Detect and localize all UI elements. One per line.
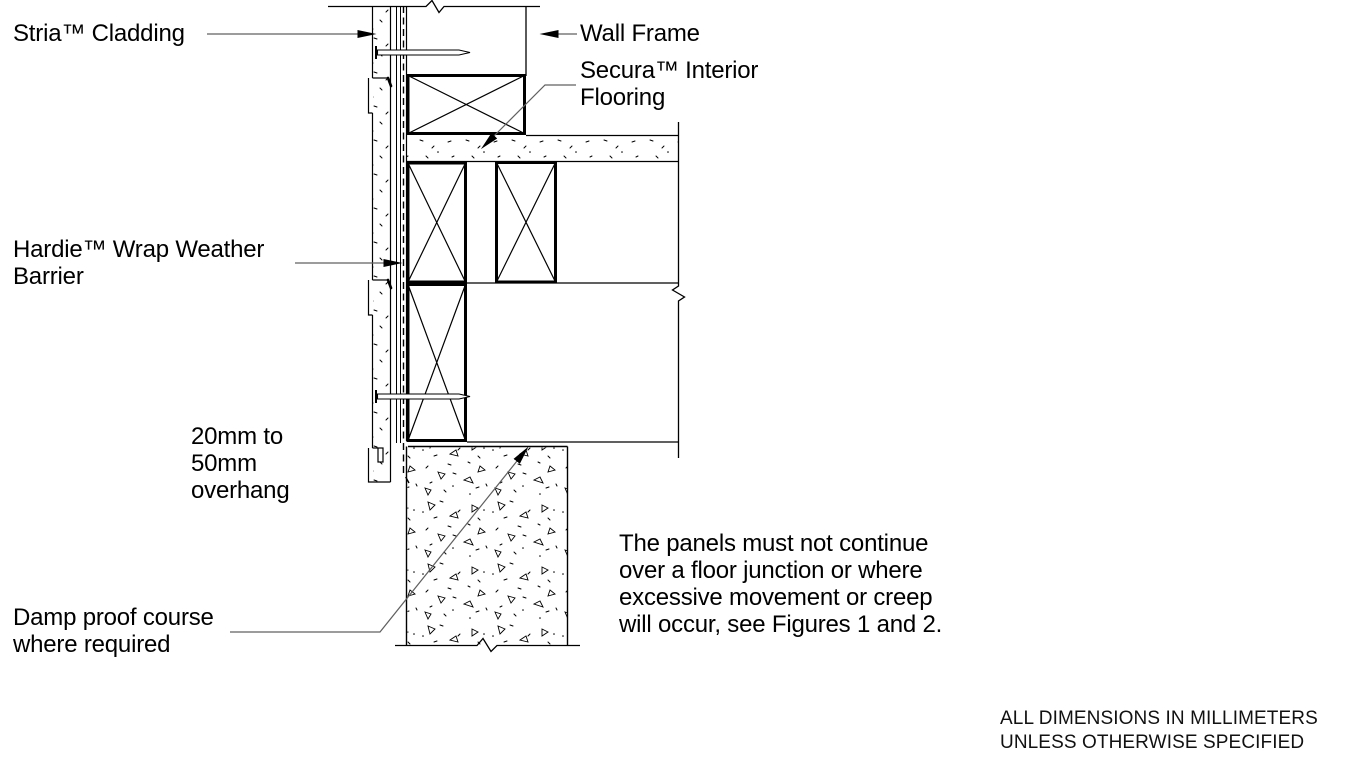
upper-bottom-plate	[406, 74, 526, 135]
note-line: over a floor junction or where	[619, 557, 923, 584]
right-break-line	[671, 122, 686, 458]
nail-fixing-upper	[375, 46, 471, 59]
stria-cladding-section	[367, 6, 393, 483]
label-line: Flooring	[580, 84, 666, 111]
cavity-batten-lines	[396, 6, 401, 443]
label-line: Secura™ Interior	[580, 57, 759, 84]
label-hardie-wrap: Hardie™ Wrap Weather Barrier	[13, 236, 264, 290]
label-wall-frame: Wall Frame	[580, 20, 700, 47]
dimensions-note: ALL DIMENSIONS IN MILLIMETERS UNLESS OTH…	[1000, 707, 1318, 755]
label-line: where required	[13, 631, 171, 658]
label-line: 50mm	[191, 450, 257, 477]
label-line: Barrier	[13, 263, 84, 290]
label-overhang: 20mm to 50mm overhang	[191, 423, 290, 504]
framing-members	[406, 74, 557, 442]
label-line: Damp proof course	[13, 604, 214, 631]
label-line: Hardie™ Wrap Weather	[13, 236, 265, 263]
leader-secura-flooring	[480, 84, 576, 150]
cladding-lap-joints	[386, 76, 393, 290]
label-damp-proof: Damp proof course where required	[13, 604, 214, 658]
top-break-line	[328, 0, 540, 14]
note-line: will occur, see Figures 1 and 2.	[619, 611, 943, 638]
label-line: overhang	[191, 477, 290, 504]
nail-fixing-lower	[375, 390, 471, 403]
ground-break-line	[395, 637, 580, 653]
rim-joist	[406, 161, 467, 284]
note-line: The panels must not continue	[619, 530, 929, 557]
note-line: excessive movement or creep	[619, 584, 933, 611]
note-panels: The panels must not continue over a floo…	[619, 530, 942, 638]
label-line: 20mm to	[191, 423, 283, 450]
dimensions-note-line: ALL DIMENSIONS IN MILLIMETERS	[1000, 708, 1318, 729]
label-stria-cladding: Stria™ Cladding	[13, 20, 185, 47]
dimensions-note-line: UNLESS OTHERWISE SPECIFIED	[1000, 732, 1305, 753]
secura-flooring-layer	[406, 134, 678, 163]
concrete-slab	[395, 445, 580, 653]
floor-joist	[495, 161, 557, 284]
lower-top-plate	[406, 283, 467, 442]
label-secura-flooring: Secura™ Interior Flooring	[580, 57, 758, 111]
leader-damp-proof-course	[230, 446, 529, 633]
